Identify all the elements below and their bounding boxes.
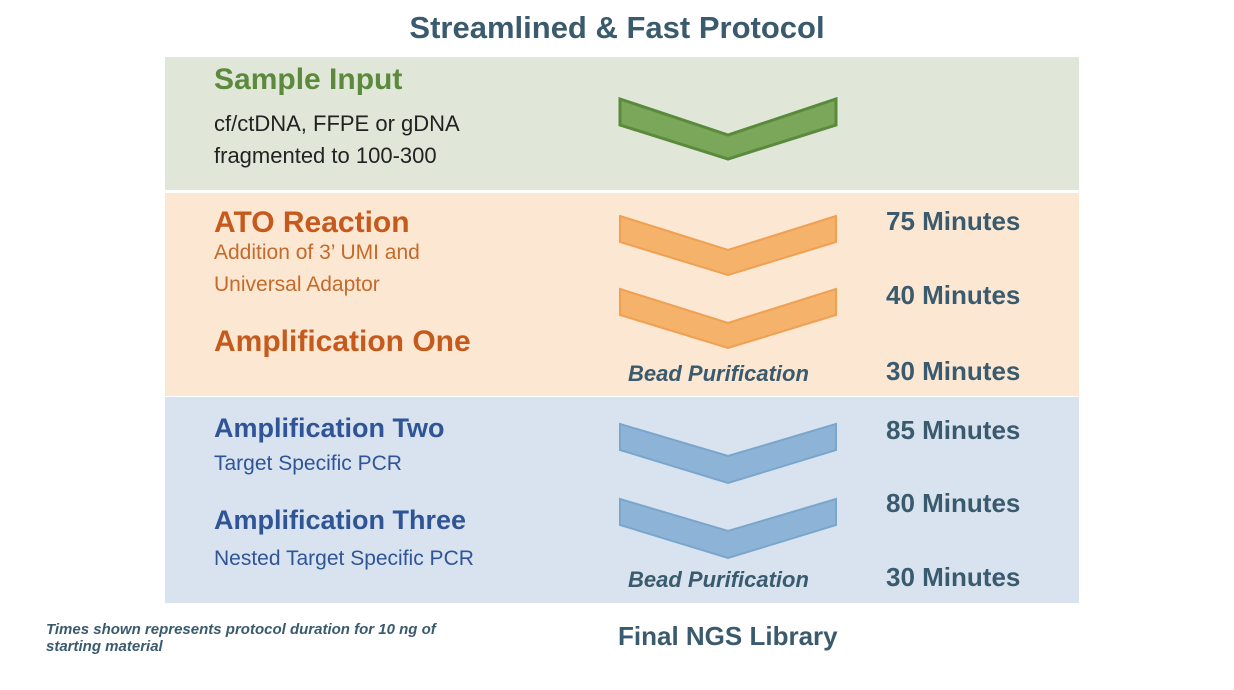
- ato-reaction-heading: ATO Reaction: [214, 206, 410, 239]
- footnote: Times shown represents protocol duration…: [46, 621, 436, 655]
- amplification-three-subtitle: Nested Target Specific PCR: [214, 547, 474, 570]
- amplification-three-heading: Amplification Three: [214, 505, 467, 535]
- chevron-down-icon: [618, 96, 838, 161]
- amplification-two-subtitle: Target Specific PCR: [214, 452, 402, 475]
- ato-reaction-line-2: Universal Adaptor: [214, 273, 380, 296]
- chevron-down-icon: [619, 287, 837, 350]
- sample-input-heading: Sample Input: [214, 63, 403, 96]
- bead-purification-label-1: Bead Purification: [628, 361, 809, 386]
- chevron-down-icon: [619, 497, 837, 560]
- sample-input-line-1: cf/ctDNA, FFPE or gDNA: [214, 111, 460, 136]
- time-amplification-three: 80 Minutes: [886, 488, 1021, 518]
- amplification-one-heading: Amplification One: [214, 325, 471, 358]
- time-amplification-one: 40 Minutes: [886, 280, 1021, 310]
- chevron-down-icon: [619, 214, 837, 277]
- final-output-label: Final NGS Library: [618, 621, 838, 651]
- time-ato-reaction: 75 Minutes: [886, 206, 1021, 236]
- sample-input-line-2: fragmented to 100-300: [214, 143, 437, 168]
- amplification-two-heading: Amplification Two: [214, 413, 445, 443]
- ato-reaction-line-1: Addition of 3’ UMI and: [214, 241, 420, 264]
- chevron-down-icon: [619, 422, 837, 485]
- time-amplification-two: 85 Minutes: [886, 415, 1021, 445]
- time-bead-purification-2: 30 Minutes: [886, 562, 1021, 592]
- bead-purification-label-2: Bead Purification: [628, 567, 809, 592]
- diagram-title: Streamlined & Fast Protocol: [409, 10, 825, 45]
- time-bead-purification-1: 30 Minutes: [886, 356, 1021, 386]
